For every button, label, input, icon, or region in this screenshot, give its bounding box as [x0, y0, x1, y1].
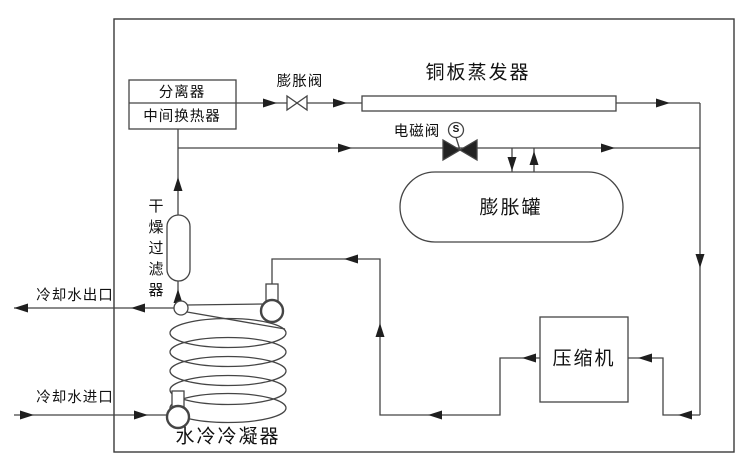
solenoid-actuator-circle: [447, 121, 465, 139]
solenoid-s-symbol: S: [452, 124, 460, 135]
arrow-up: [375, 323, 385, 337]
condenser-label: 水冷冷凝器: [175, 426, 281, 448]
coil-loop: [169, 355, 287, 387]
coil-slant-line: [186, 311, 286, 330]
arrow-right: [20, 410, 34, 420]
dry-filter-body: [166, 214, 191, 282]
coil-top-line: [186, 303, 264, 306]
condenser-coil: [165, 283, 287, 430]
evaporator-label: 铜板蒸发器: [425, 62, 531, 84]
arrow-left: [522, 353, 536, 363]
pipe-to-compressor-inlet: [628, 357, 700, 416]
coil-top-port: [259, 298, 285, 324]
coil-loop: [169, 374, 287, 406]
solenoid-valve-symbol: [442, 138, 462, 162]
arrow-left: [678, 410, 692, 420]
arrow-right: [338, 143, 352, 153]
flow-arrows: [14, 98, 705, 420]
system-boundary-frame: [113, 18, 735, 453]
separator-label: 分离器: [158, 84, 206, 101]
coil-left-end-loop: [173, 300, 189, 316]
expansion-valve-symbol: [295, 94, 308, 112]
coil-top-port-stub: [265, 283, 279, 302]
separator-ihx-box: [128, 79, 237, 130]
expansion-valve-label: 膨胀阀: [276, 73, 324, 90]
arrow-up: [529, 151, 539, 165]
pipe-compressor-discharge: [271, 258, 540, 416]
solenoid-valve-symbol: [458, 138, 478, 162]
arrow-right: [134, 410, 148, 420]
coil-loop: [169, 336, 287, 368]
coil-loop: [169, 317, 287, 349]
evaporator-body: [361, 95, 617, 112]
solenoid-valve-label: 电磁阀: [393, 123, 441, 140]
coil-bottom-port: [165, 404, 191, 430]
arrow-left: [428, 410, 442, 420]
arrow-right: [656, 98, 670, 108]
expansion-tank-label: 膨胀罐: [479, 197, 543, 219]
cooling-water-inlet-label: 冷却水进口: [36, 389, 114, 406]
expansion-tank-body: [399, 171, 624, 243]
cooling-water-outlet-label: 冷却水出口: [36, 287, 114, 304]
compressor-label: 压缩机: [552, 348, 616, 370]
compressor-body: [539, 316, 629, 403]
arrow-up: [173, 177, 183, 191]
arrow-left: [344, 254, 358, 264]
expansion-valve-symbol: [286, 94, 299, 112]
arrow-down: [695, 254, 705, 268]
components: [128, 79, 629, 403]
arrow-left: [638, 353, 652, 363]
arrow-down: [507, 157, 517, 171]
arrow-right: [333, 98, 347, 108]
solenoid-valve-stem: [455, 137, 461, 151]
arrow-right: [601, 143, 615, 153]
arrow-left: [131, 303, 145, 313]
intermediate-heat-exchanger-label: 中间换热器: [143, 108, 221, 125]
arrow-right: [263, 98, 277, 108]
arrow-up: [173, 289, 183, 303]
arrow-left: [14, 303, 28, 313]
dry-filter-label: 干燥过滤器: [146, 198, 164, 303]
